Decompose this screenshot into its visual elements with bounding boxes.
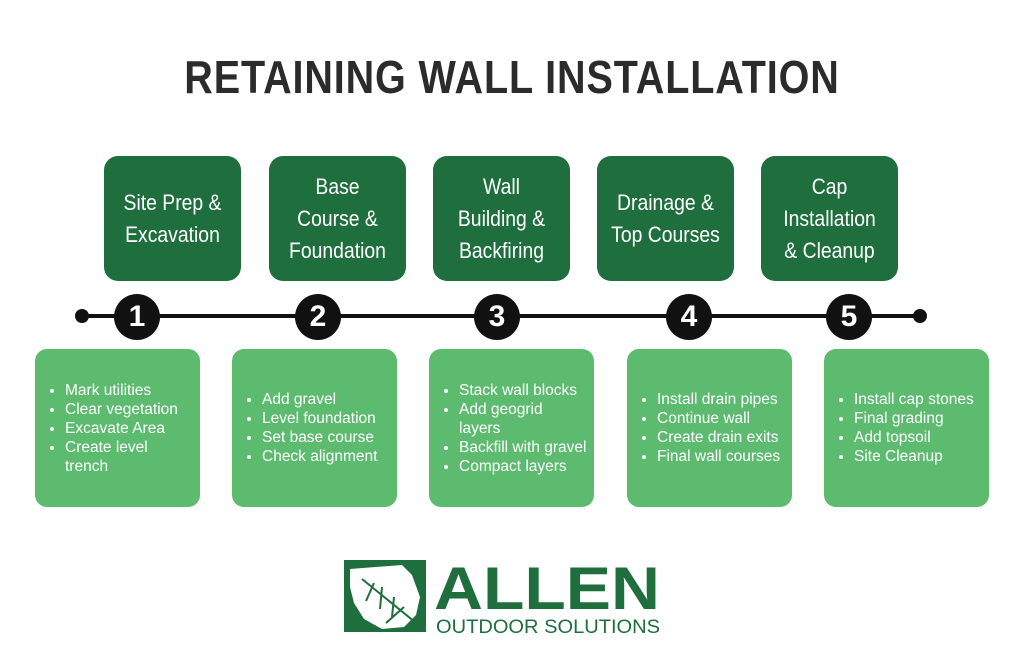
task-card-3: Stack wall blocksAdd geogrid layersBackf… bbox=[429, 349, 594, 507]
task-item: Install drain pipes bbox=[657, 390, 780, 409]
task-item: Final wall courses bbox=[657, 447, 780, 466]
task-item: Site Cleanup bbox=[854, 447, 974, 466]
task-item: Clear vegetation bbox=[65, 400, 194, 419]
stage-box-2: Base Course & Foundation bbox=[269, 156, 406, 281]
task-item: Level foundation bbox=[262, 409, 377, 428]
task-item: Check alignment bbox=[262, 447, 377, 466]
task-item: Stack wall blocks bbox=[459, 381, 588, 400]
leaf-icon bbox=[344, 560, 427, 632]
step-number-4: 4 bbox=[666, 294, 712, 340]
task-card-2: Add gravelLevel foundationSet base cours… bbox=[232, 349, 397, 507]
stage-box-1: Site Prep & Excavation bbox=[104, 156, 241, 281]
step-number-5: 5 bbox=[826, 294, 872, 340]
step-number-2: 2 bbox=[295, 294, 341, 340]
task-item: Backfill with gravel bbox=[459, 438, 588, 457]
task-item: Mark utilities bbox=[65, 381, 194, 400]
task-item: Excavate Area bbox=[65, 419, 194, 438]
task-item: Continue wall bbox=[657, 409, 780, 428]
stage-title: Drainage & Top Courses bbox=[611, 189, 720, 247]
task-item: Add geogrid layers bbox=[459, 400, 588, 438]
logo-tagline: OUTDOOR SOLUTIONS bbox=[436, 617, 660, 638]
timeline-end-dot bbox=[913, 309, 927, 323]
stage-title: Site Prep & Excavation bbox=[123, 189, 222, 247]
task-item: Create drain exits bbox=[657, 428, 780, 447]
stage-title: Base Course & Foundation bbox=[289, 173, 386, 263]
stage-box-5: Cap Installation & Cleanup bbox=[761, 156, 898, 281]
task-item: Install cap stones bbox=[854, 390, 974, 409]
task-card-5: Install cap stonesFinal gradingAdd topso… bbox=[824, 349, 989, 507]
task-card-1: Mark utilitiesClear vegetationExcavate A… bbox=[35, 349, 200, 507]
task-card-4: Install drain pipesContinue wallCreate d… bbox=[627, 349, 792, 507]
task-item: Final grading bbox=[854, 409, 974, 428]
stage-box-4: Drainage & Top Courses bbox=[597, 156, 734, 281]
stage-title: Wall Building & Backfiring bbox=[457, 173, 546, 263]
task-item: Set base course bbox=[262, 428, 377, 447]
stage-title: Cap Installation & Cleanup bbox=[783, 173, 876, 263]
logo-name: ALLEN bbox=[434, 557, 660, 622]
task-item: Add gravel bbox=[262, 390, 377, 409]
stage-box-3: Wall Building & Backfiring bbox=[433, 156, 570, 281]
task-item: Add topsoil bbox=[854, 428, 974, 447]
page-title: RETAINING WALL INSTALLATION bbox=[184, 51, 840, 103]
step-number-3: 3 bbox=[474, 294, 520, 340]
step-number-1: 1 bbox=[114, 294, 160, 340]
task-item: Compact layers bbox=[459, 457, 588, 476]
task-item: Create level trench bbox=[65, 438, 194, 476]
allen-logo: ALLEN OUTDOOR SOLUTIONS bbox=[344, 557, 660, 638]
timeline-start-dot bbox=[75, 309, 89, 323]
